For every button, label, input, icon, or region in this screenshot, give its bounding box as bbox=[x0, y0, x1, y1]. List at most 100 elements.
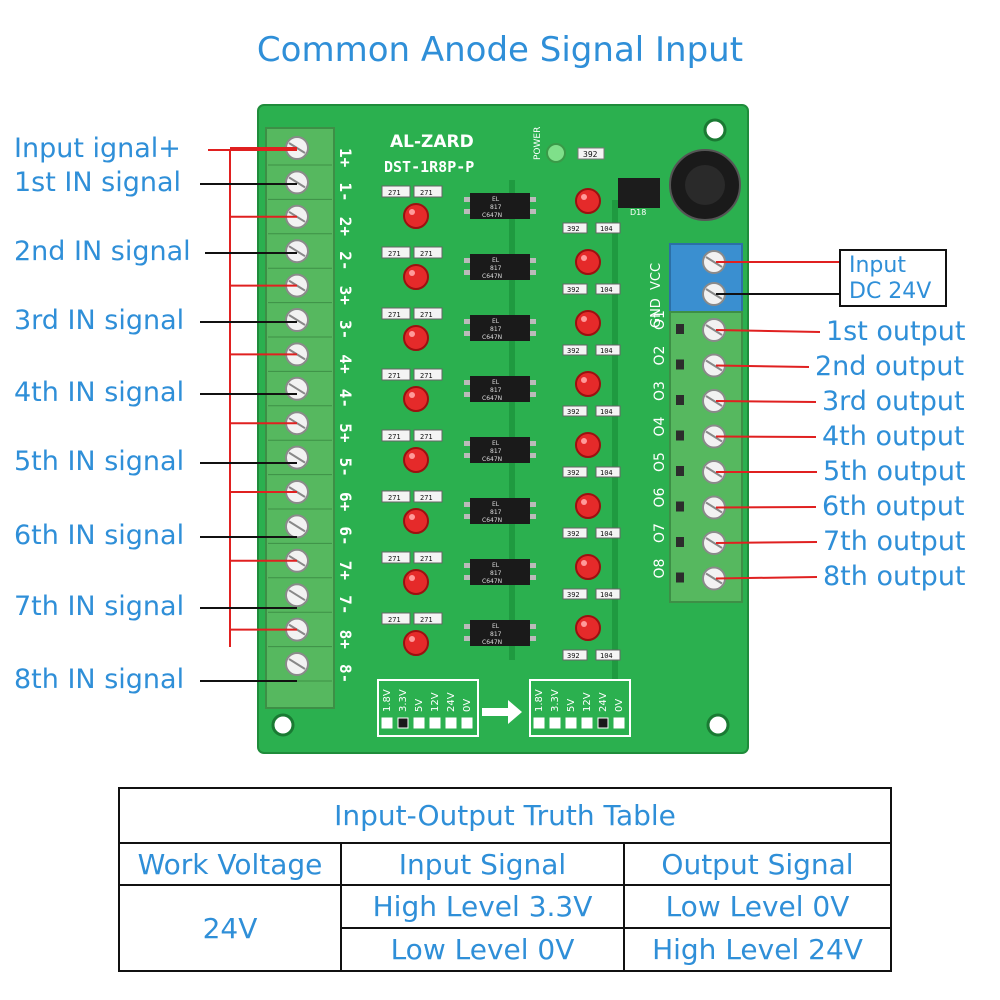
terminal-label: 8+ bbox=[336, 630, 355, 650]
input-label: Input ignal+ bbox=[14, 133, 181, 164]
terminal-label: 7- bbox=[336, 595, 355, 614]
output-label: 1st output bbox=[826, 316, 966, 347]
diode-label: D18 bbox=[630, 208, 646, 217]
resistor-code: 271 bbox=[388, 311, 401, 319]
output-led bbox=[575, 249, 601, 275]
terminal-label: 4- bbox=[336, 389, 355, 408]
opto-text: EL bbox=[492, 318, 500, 325]
header-input-signal: Input Signal bbox=[340, 842, 625, 886]
voltage-option-label: 5V bbox=[566, 699, 577, 712]
voltage-option-label: 24V bbox=[598, 692, 609, 712]
row1-output: Low Level 0V bbox=[623, 884, 892, 929]
resistor-code: 104 bbox=[600, 225, 613, 233]
output-label: 2nd output bbox=[815, 351, 965, 382]
opto-text: EL bbox=[492, 501, 500, 508]
input-label: 5th IN signal bbox=[14, 446, 185, 477]
voltage-option-label: 5V bbox=[414, 699, 425, 712]
opto-text: 817 bbox=[490, 631, 502, 638]
output-pin-label: O5 bbox=[652, 452, 668, 472]
pointer-line bbox=[715, 364, 810, 368]
optocoupler-chip bbox=[470, 437, 530, 463]
terminal-label: 4+ bbox=[336, 354, 355, 374]
gnd-label: GND bbox=[649, 298, 664, 328]
opto-text: C647N bbox=[482, 395, 502, 402]
work-voltage-value: 24V bbox=[118, 884, 342, 972]
terminal-label: 3+ bbox=[336, 286, 355, 306]
pointer-line bbox=[715, 435, 817, 438]
row2-output: High Level 24V bbox=[623, 927, 892, 972]
resistor-code: 271 bbox=[420, 494, 433, 502]
resistor-code: 271 bbox=[420, 250, 433, 258]
pointer-line bbox=[715, 329, 821, 333]
output-led bbox=[575, 371, 601, 397]
resistor-code: 271 bbox=[420, 616, 433, 624]
pcb-board bbox=[257, 104, 749, 754]
arrow-icon bbox=[482, 700, 522, 724]
resistor-code: 392 bbox=[567, 408, 580, 416]
resistor-code: 392 bbox=[567, 225, 580, 233]
dc-input-callout: Input DC 24V bbox=[839, 249, 947, 307]
jumper-pin bbox=[613, 717, 625, 729]
opto-text: EL bbox=[492, 440, 500, 447]
input-led bbox=[403, 447, 429, 473]
header-output-signal: Output Signal bbox=[623, 842, 892, 886]
resistor-code: 392 bbox=[567, 652, 580, 660]
dc-input-line1: Input bbox=[849, 253, 906, 278]
resistor-code: 104 bbox=[600, 408, 613, 416]
voltage-option-label: 12V bbox=[430, 692, 441, 712]
voltage-option-label: 3.3V bbox=[550, 689, 561, 712]
pointer-line bbox=[715, 576, 818, 580]
resistor-code: 392 bbox=[567, 286, 580, 294]
resistor-code: 104 bbox=[600, 286, 613, 294]
resistor-code: 271 bbox=[420, 555, 433, 563]
resistor-code: 271 bbox=[420, 433, 433, 441]
mounting-holes bbox=[271, 118, 730, 737]
opto-text: 817 bbox=[490, 509, 502, 516]
input-led bbox=[403, 569, 429, 595]
output-label: 8th output bbox=[823, 561, 966, 592]
resistor-code: 271 bbox=[388, 494, 401, 502]
opto-text: EL bbox=[492, 623, 500, 630]
dc-input-line2: DC 24V bbox=[849, 279, 932, 304]
output-label: 7th output bbox=[823, 526, 966, 557]
page-title: Common Anode Signal Input bbox=[256, 30, 744, 70]
voltage-option-label: 12V bbox=[582, 692, 593, 712]
input-led bbox=[403, 203, 429, 229]
opto-text: EL bbox=[492, 196, 500, 203]
resistor-code: 392 bbox=[567, 469, 580, 477]
optocoupler-chip bbox=[470, 498, 530, 524]
input-led bbox=[403, 386, 429, 412]
opto-text: C647N bbox=[482, 639, 502, 646]
power-label: POWER bbox=[533, 127, 543, 160]
header-work-voltage: Work Voltage bbox=[118, 842, 342, 886]
terminal-label: 1+ bbox=[336, 148, 355, 168]
opto-text: C647N bbox=[482, 517, 502, 524]
jumper-pin bbox=[429, 717, 441, 729]
output-pin-label: O1 bbox=[652, 310, 668, 330]
resistor-code: 392 bbox=[567, 347, 580, 355]
opto-text: 817 bbox=[490, 387, 502, 394]
output-led bbox=[575, 493, 601, 519]
pointer-line bbox=[715, 541, 818, 544]
power-led bbox=[546, 143, 566, 163]
input-label: 1st IN signal bbox=[14, 167, 182, 198]
output-led bbox=[575, 615, 601, 641]
row2-input: Low Level 0V bbox=[340, 927, 625, 972]
input-label: 4th IN signal bbox=[14, 377, 185, 408]
pointer-line bbox=[715, 400, 817, 403]
resistor-code: 271 bbox=[388, 616, 401, 624]
jumper-pin bbox=[461, 717, 473, 729]
output-led bbox=[575, 554, 601, 580]
output-pin-label: O7 bbox=[652, 523, 668, 543]
terminal-label: 5+ bbox=[336, 423, 355, 443]
opto-text: 817 bbox=[490, 448, 502, 455]
truth-table: Input-Output Truth Table Work Voltage In… bbox=[118, 787, 892, 972]
jumper-pin bbox=[413, 717, 425, 729]
